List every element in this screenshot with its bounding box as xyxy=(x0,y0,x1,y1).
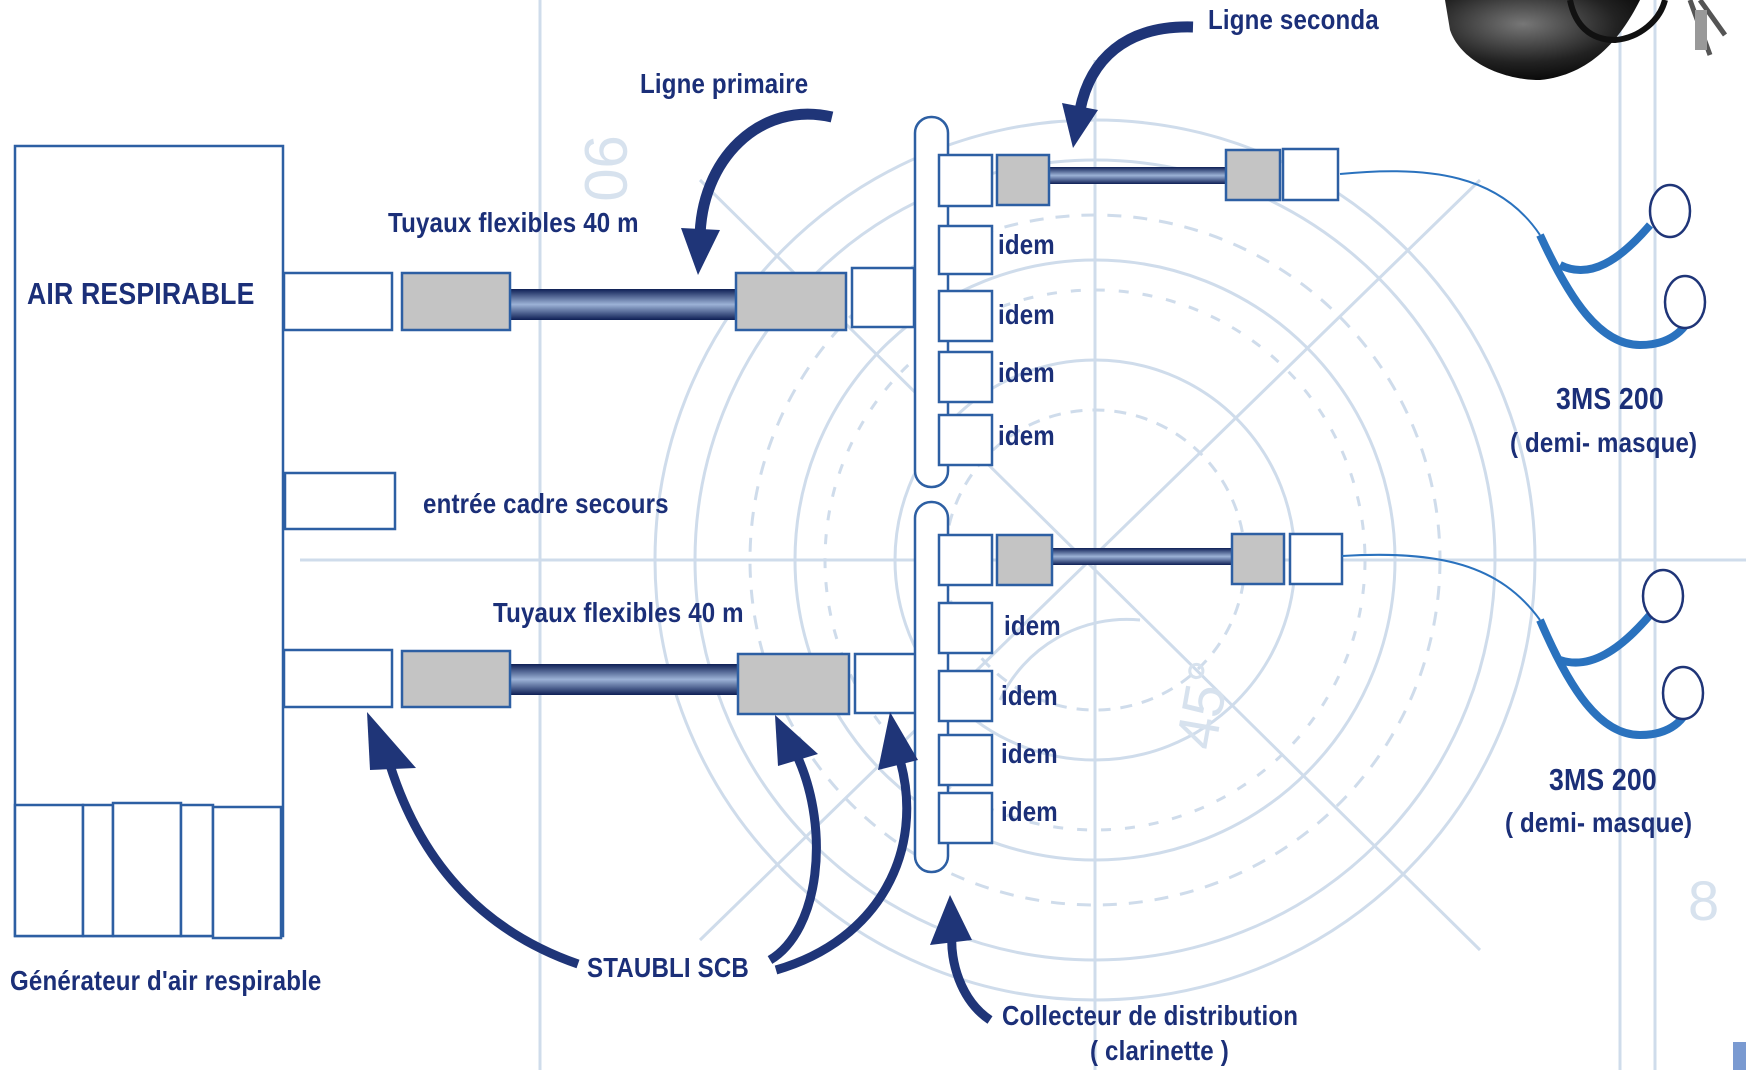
air-respirable-label: AIR RESPIRABLE xyxy=(27,276,255,311)
primary-line-label: Ligne primaire xyxy=(640,68,809,99)
manifold-bottom xyxy=(913,500,994,874)
helmet-photo xyxy=(1445,0,1728,80)
mask-top-desc: ( demi- masque) xyxy=(1510,427,1698,458)
outlet-bottom-label-4: idem xyxy=(1001,796,1058,827)
outlet-bottom-label-1: idem xyxy=(1004,610,1061,641)
outlet-top-label-1: idem xyxy=(998,229,1055,260)
arrows xyxy=(367,21,1194,1024)
collector-label: Collecteur de distribution xyxy=(1002,1000,1299,1031)
generator-caption: Générateur d'air respirable xyxy=(10,965,322,996)
generator-outlet-top xyxy=(282,271,394,332)
generator-outlet-secours xyxy=(283,471,397,531)
mask-bottom-desc: ( demi- masque) xyxy=(1505,807,1693,838)
secondary-hose-bottom xyxy=(995,532,1344,587)
mask-bottom-name: 3MS 200 xyxy=(1549,762,1657,797)
mask-top-name: 3MS 200 xyxy=(1556,381,1664,416)
generator-unit xyxy=(13,144,397,940)
staubli-label: STAUBLI SCB xyxy=(587,952,749,983)
outlet-top-label-2: idem xyxy=(998,299,1055,330)
watermark-90: 90 xyxy=(572,135,639,202)
generator-outlet-bottom xyxy=(282,648,394,709)
primary-hose-bottom xyxy=(400,649,919,716)
outlet-top-label-4: idem xyxy=(998,420,1055,451)
secondary-line-label: Ligne seconda xyxy=(1208,4,1379,35)
secondary-hose-top xyxy=(995,147,1340,207)
manifold-top xyxy=(913,115,994,489)
primary-hose-top xyxy=(400,266,916,332)
watermark-8: 8 xyxy=(1688,869,1719,932)
mask-hose-top xyxy=(1339,170,1707,350)
outlet-bottom-label-3: idem xyxy=(1001,738,1058,769)
outlet-top-label-3: idem xyxy=(998,357,1055,388)
watermark-45: 45° xyxy=(1164,656,1243,754)
hose-bottom-label: Tuyaux flexibles 40 m xyxy=(493,597,744,628)
hose-top-label: Tuyaux flexibles 40 m xyxy=(388,207,639,238)
mask-hose-bottom xyxy=(1341,553,1705,740)
secours-inlet-label: entrée cadre secours xyxy=(423,488,669,519)
outlet-bottom-label-2: idem xyxy=(1001,680,1058,711)
collector-sublabel: ( clarinette ) xyxy=(1090,1035,1229,1066)
corner-marker xyxy=(1733,1042,1746,1070)
